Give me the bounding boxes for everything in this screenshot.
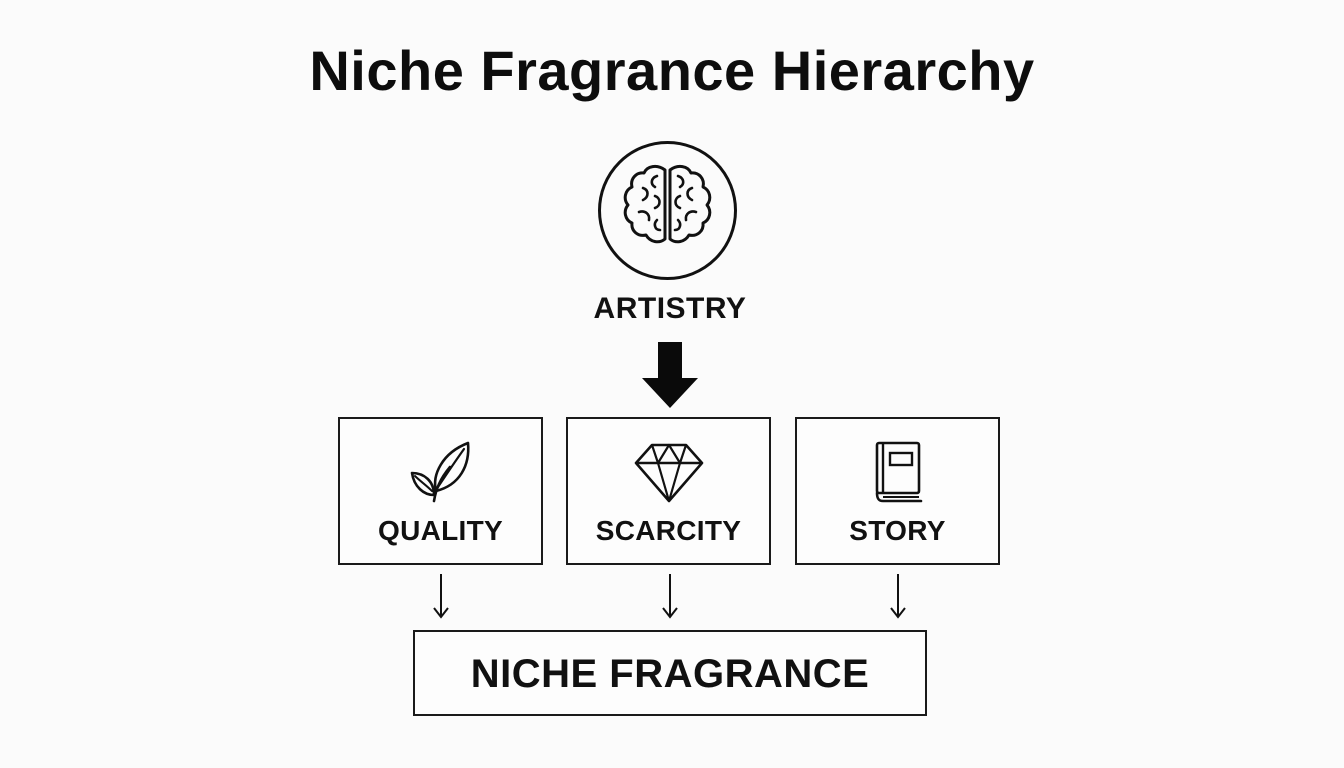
down-arrow-quality (433, 574, 449, 619)
quality-box: QUALITY (338, 417, 543, 565)
story-label: STORY (849, 515, 946, 546)
scarcity-label: SCARCITY (595, 515, 742, 546)
diamond-icon (634, 443, 703, 503)
artistry-label: ARTISTRY (593, 292, 747, 325)
diagram-title: Niche Fragrance Hierarchy (309, 39, 1035, 102)
quality-label: QUALITY (378, 515, 503, 546)
brain-icon (598, 141, 737, 280)
niche-fragrance-box: NICHE FRAGRANCE (413, 630, 927, 716)
niche-fragrance-label: NICHE FRAGRANCE (470, 652, 870, 696)
story-box: STORY (795, 417, 1000, 565)
down-arrow-large (642, 342, 698, 408)
scarcity-box: SCARCITY (566, 417, 771, 565)
book-icon (875, 441, 922, 503)
down-arrow-story (890, 574, 906, 619)
leaf-icon (410, 441, 470, 503)
down-arrow-scarcity (662, 574, 678, 619)
